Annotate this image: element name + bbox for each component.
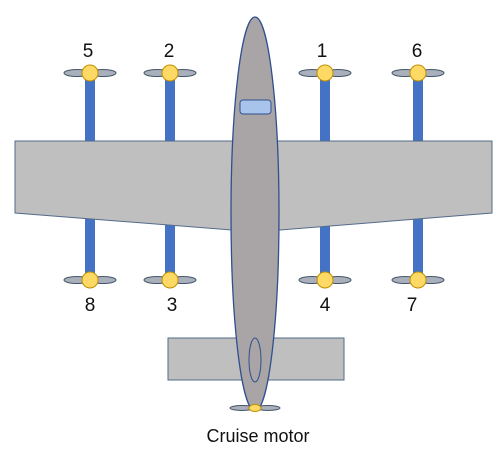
boom-7 bbox=[413, 212, 423, 280]
motor-label-6: 6 bbox=[411, 41, 423, 62]
motor-label-5: 5 bbox=[82, 41, 94, 62]
motor-label-4: 4 bbox=[319, 295, 331, 316]
boom-6 bbox=[413, 75, 423, 143]
boom-5 bbox=[85, 75, 95, 143]
rotor-3 bbox=[143, 271, 197, 289]
rotor-7 bbox=[391, 271, 445, 289]
boom-3 bbox=[165, 225, 175, 280]
boom-8 bbox=[85, 212, 95, 280]
cruise-motor-label: Cruise motor bbox=[206, 426, 310, 446]
motor-label-3: 3 bbox=[166, 295, 178, 316]
boom-2 bbox=[165, 75, 175, 143]
rotor-2 bbox=[143, 64, 197, 82]
motor-label-7: 7 bbox=[406, 295, 418, 316]
cruise-motor-propeller bbox=[229, 404, 281, 412]
boom-4 bbox=[320, 225, 330, 280]
rotor-5 bbox=[63, 64, 117, 82]
rotor-8 bbox=[63, 271, 117, 289]
cockpit-window bbox=[239, 99, 272, 115]
motor-label-8: 8 bbox=[84, 295, 96, 316]
rotor-1 bbox=[298, 64, 352, 82]
boom-1 bbox=[320, 75, 330, 143]
motor-label-1: 1 bbox=[316, 41, 328, 62]
rotor-4 bbox=[298, 271, 352, 289]
rotor-6 bbox=[391, 64, 445, 82]
motor-label-2: 2 bbox=[163, 41, 175, 62]
tail-fin-outline bbox=[248, 337, 262, 383]
